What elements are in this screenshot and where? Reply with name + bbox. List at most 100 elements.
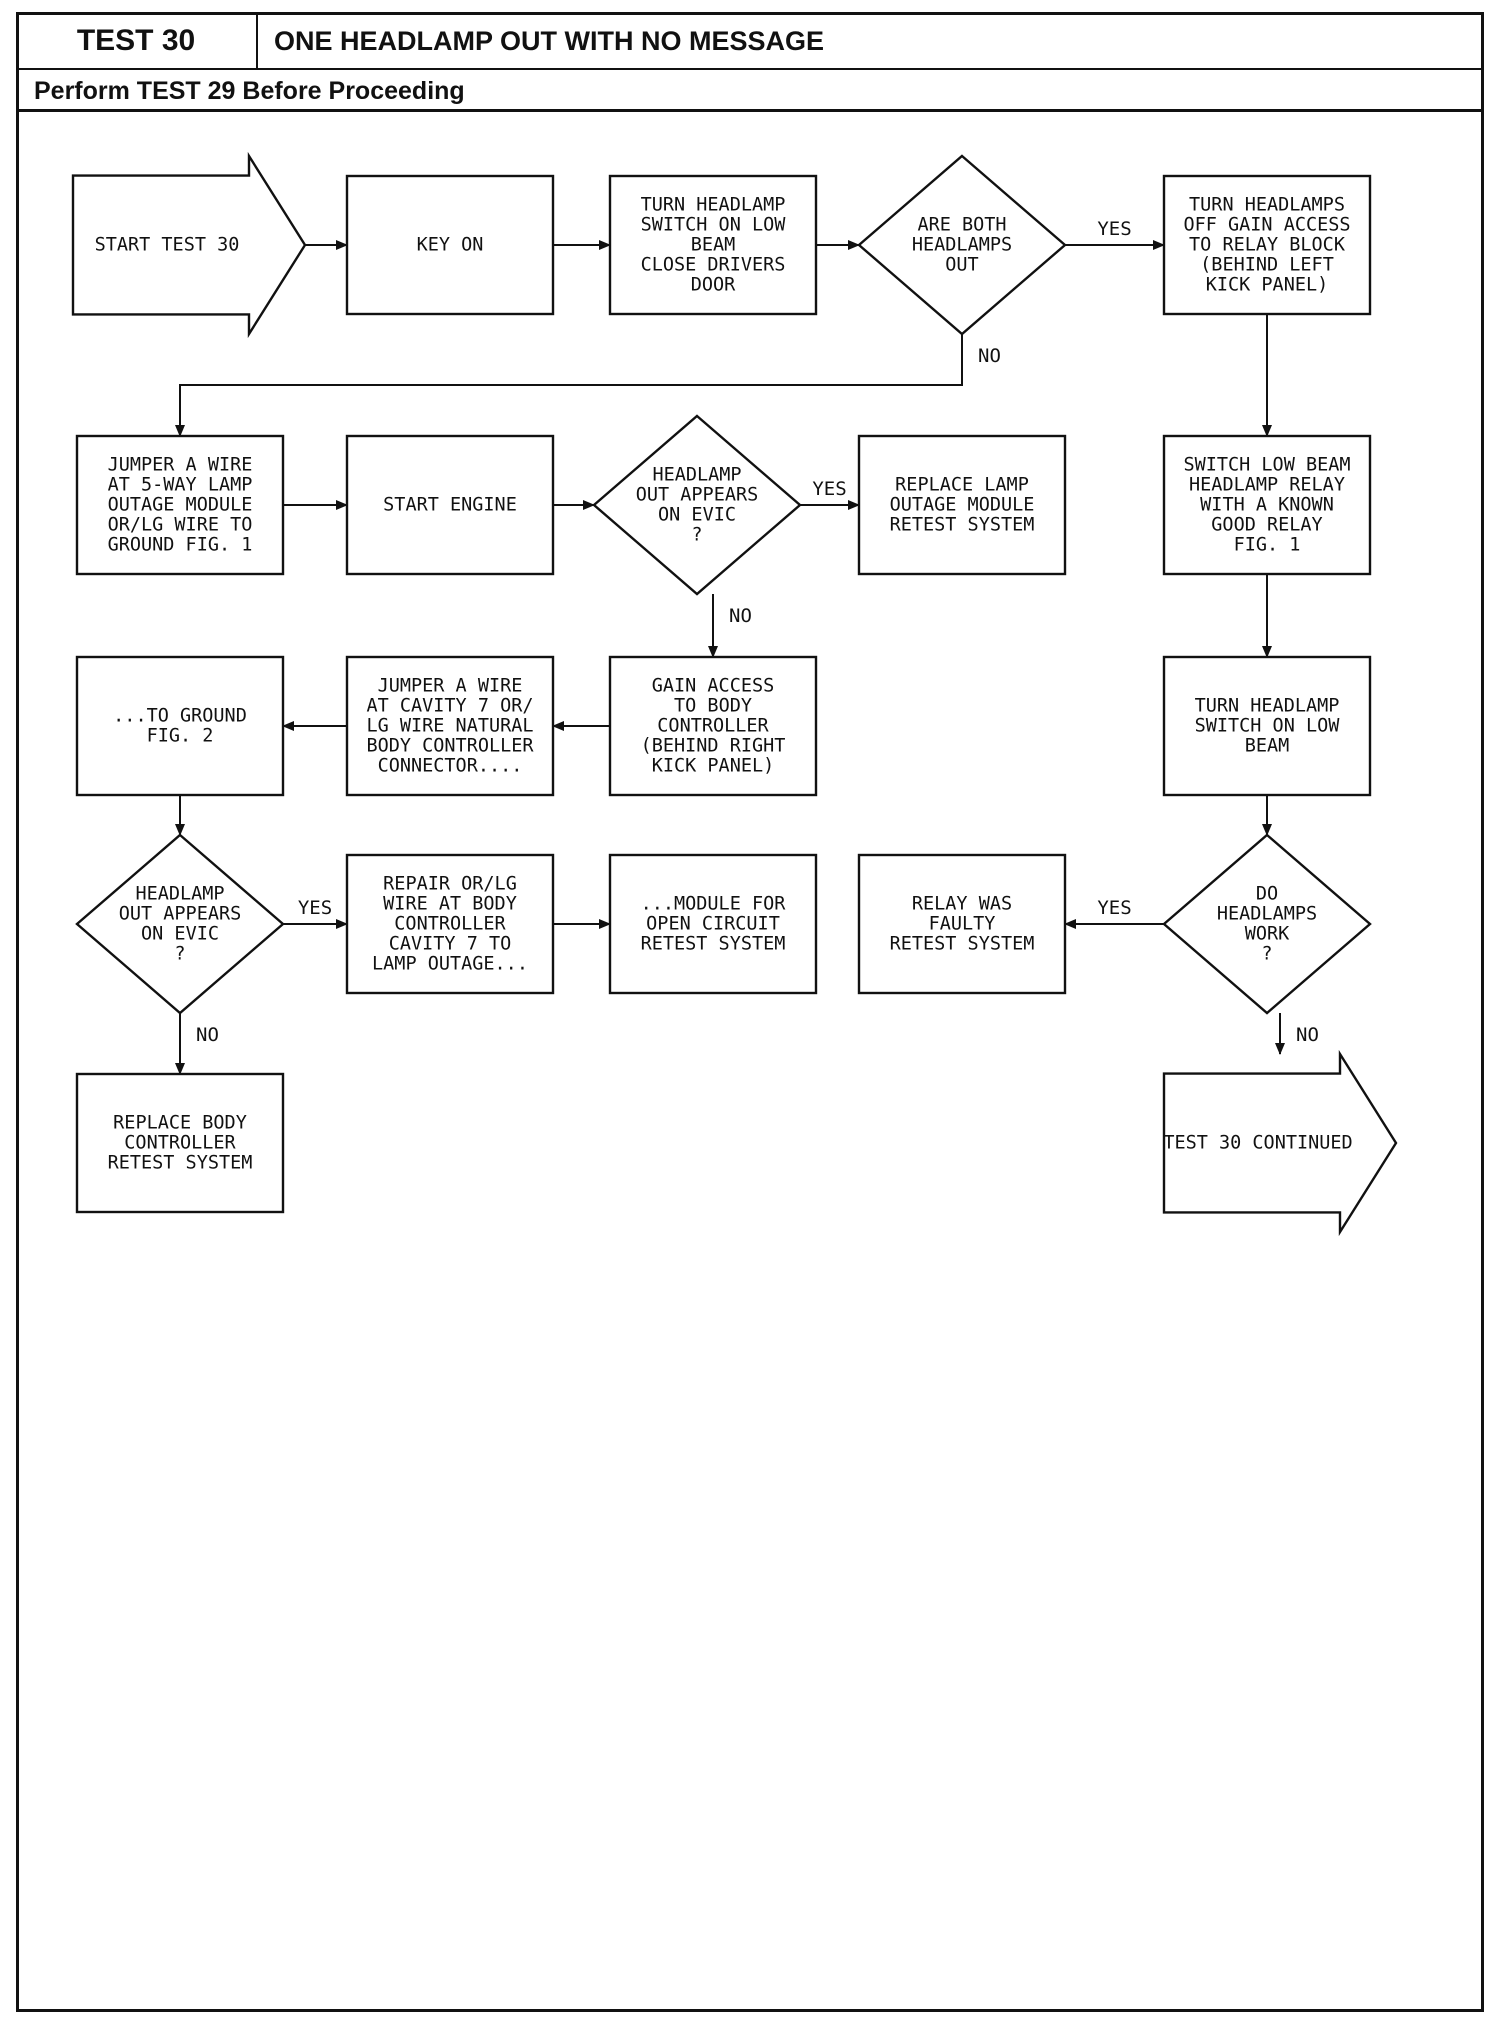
node-text-line: HEADLAMPS (912, 235, 1012, 256)
node-text-line: OUT APPEARS (636, 485, 759, 506)
node-text-line: GROUND FIG. 1 (108, 535, 253, 556)
page-frame (16, 12, 1484, 2012)
node-text-line: TO BODY (674, 696, 752, 717)
node-text-line: GAIN ACCESS (652, 676, 775, 697)
decision-diamond (857, 154, 1067, 336)
process-box (608, 174, 818, 316)
node-text-line: LAMP OUTAGE... (372, 954, 528, 975)
edge-label: YES (1097, 897, 1131, 919)
edge-label: NO (196, 1024, 219, 1046)
edge-label: NO (729, 605, 752, 627)
process-box (75, 1072, 285, 1214)
test-number: TEST 30 (16, 12, 258, 70)
edge-label: NO (978, 345, 1001, 367)
node-text-line: OR/LG WIRE TO (108, 515, 253, 536)
precondition-note: Perform TEST 29 Before Proceeding (34, 76, 465, 105)
node-text-line: BODY CONTROLLER (366, 736, 534, 757)
process-box (857, 434, 1067, 576)
node-text-line: WORK (1245, 924, 1290, 945)
node-text-line: SWITCH LOW BEAM (1183, 455, 1350, 476)
node-text-line: ARE BOTH (917, 215, 1006, 236)
node-text-line: DO (1256, 884, 1278, 905)
node-text-line: TEST 30 CONTINUED (1163, 1133, 1352, 1154)
node-text-line: KEY ON (417, 235, 484, 256)
edge-label: YES (298, 897, 332, 919)
decision-diamond (592, 414, 802, 596)
node-text-line: RETEST SYSTEM (108, 1153, 253, 1174)
flow-edge-lamps-work-to-relay-faulty: YES (1064, 897, 1164, 929)
node-text-line: (BEHIND LEFT (1200, 255, 1334, 276)
node-text-line: BEAM (1245, 736, 1290, 757)
flow-node-key-on: KEY ON (345, 174, 555, 316)
process-box (345, 853, 555, 995)
connector-line (175, 334, 963, 437)
flow-edge-both-out-to-jumper-5way: NO (175, 334, 1001, 437)
flow-edge-evic-1-to-access-body: NO (708, 594, 752, 658)
node-text-line: HEADLAMP (135, 884, 224, 905)
node-text-line: KICK PANEL) (652, 756, 775, 777)
node-text-line: RELAY WAS (912, 894, 1012, 915)
node-text-line: TO RELAY BLOCK (1189, 235, 1346, 256)
node-text-line: WITH A KNOWN (1200, 495, 1334, 516)
node-text-line: REPLACE LAMP (895, 475, 1029, 496)
node-text-line: ...MODULE FOR (641, 894, 787, 915)
node-text-line: CONNECTOR.... (378, 756, 523, 777)
page-title: ONE HEADLAMP OUT WITH NO MESSAGE (274, 25, 825, 56)
node-text-line: BEAM (691, 235, 736, 256)
node-text-line: JUMPER A WIRE (108, 455, 253, 476)
node-text-line: ON EVIC (141, 924, 219, 945)
node-text-line: FAULTY (929, 914, 996, 935)
node-text-line: OUTAGE MODULE (890, 495, 1035, 516)
header-precondition-row (16, 70, 1484, 112)
node-text-line: HEADLAMP RELAY (1189, 475, 1345, 496)
flow-node-start: START TEST 30 (71, 151, 307, 339)
node-text-line: TURN HEADLAMPS (1189, 195, 1345, 216)
process-box (1162, 434, 1372, 576)
process-box (1162, 655, 1372, 797)
node-text-line: RETEST SYSTEM (890, 934, 1035, 955)
edge-label: YES (1097, 218, 1131, 240)
node-text-line: JUMPER A WIRE (378, 676, 523, 697)
process-box (345, 434, 555, 576)
node-text-line: HEADLAMP (652, 465, 741, 486)
node-text-line: ? (1261, 944, 1272, 965)
node-text-line: KICK PANEL) (1206, 275, 1329, 296)
node-text-line: AT CAVITY 7 OR/ (366, 696, 533, 717)
node-text-line: ? (174, 944, 185, 965)
decision-diamond (1162, 833, 1372, 1015)
node-text-line: TURN HEADLAMP (641, 195, 786, 216)
node-text-line: CONTROLLER (124, 1133, 236, 1154)
edge-label: YES (812, 478, 846, 500)
node-text-line: HEADLAMPS (1217, 904, 1317, 925)
header-title-row (16, 12, 1484, 70)
node-text-line: ...TO GROUND (113, 706, 247, 727)
flow-edge-both-out-to-access-relay: YES (1065, 218, 1165, 250)
node-text-line: REPLACE BODY (113, 1113, 247, 1134)
node-text-line: WIRE AT BODY (383, 894, 517, 915)
node-text-line: GOOD RELAY (1211, 515, 1322, 536)
process-box (345, 174, 555, 316)
node-text-line: OFF GAIN ACCESS (1183, 215, 1350, 236)
flow-node-start-engine: START ENGINE (345, 434, 555, 576)
node-text-line: DOOR (691, 275, 736, 296)
node-text-line: OUT (945, 255, 978, 276)
terminal-arrow-shape (1162, 1049, 1398, 1237)
node-text-line: LG WIRE NATURAL (366, 716, 533, 737)
node-text-line: RETEST SYSTEM (890, 515, 1035, 536)
flow-node-continued: TEST 30 CONTINUED (1162, 1049, 1398, 1237)
node-text-line: OUT APPEARS (119, 904, 242, 925)
terminal-arrow-shape (71, 151, 307, 339)
node-text-line: REPAIR OR/LG (383, 874, 517, 895)
